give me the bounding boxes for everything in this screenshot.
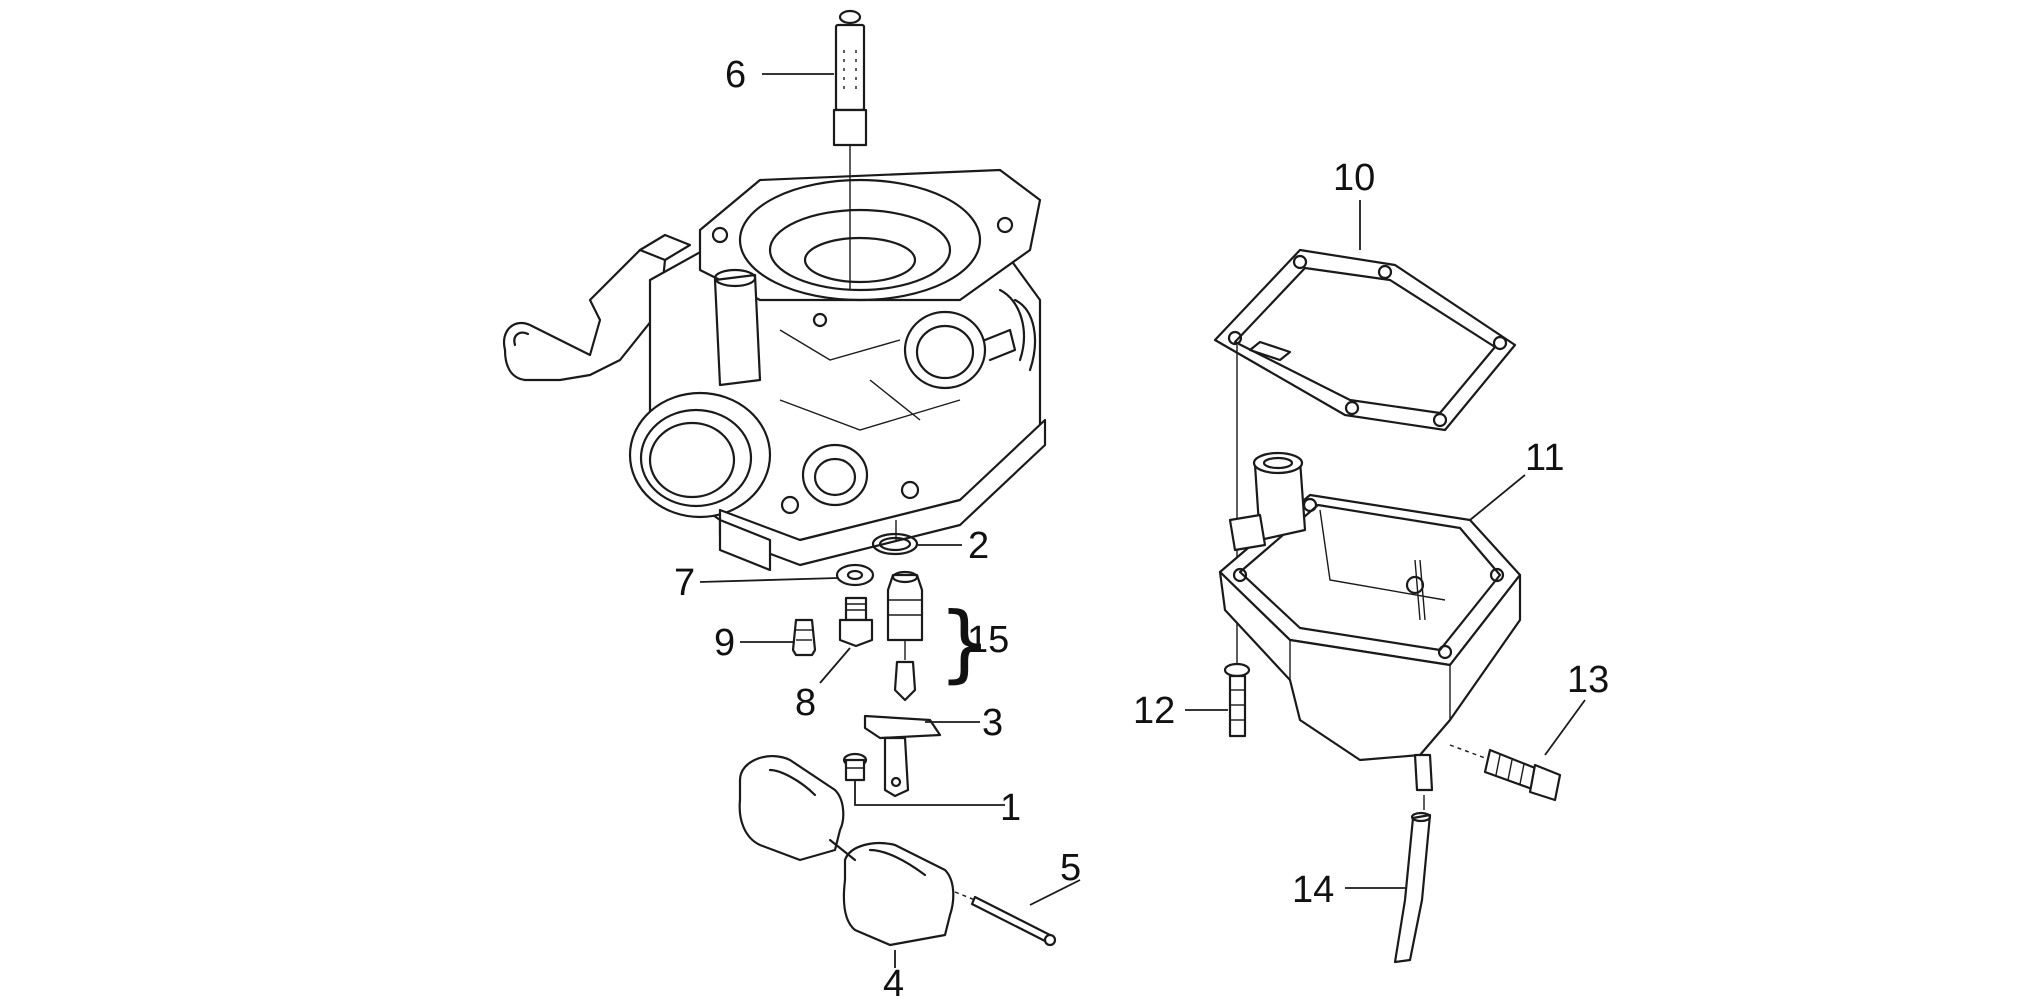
- callout-7: 7: [674, 562, 695, 604]
- part-8-jet-holder: [838, 596, 874, 648]
- part-7-washer: [835, 563, 875, 587]
- part-12-bowl-screw: [1223, 662, 1251, 738]
- callout-1: 1: [1000, 787, 1021, 829]
- part-2-o-ring: [871, 532, 919, 556]
- callout-11: 11: [1525, 437, 1564, 479]
- part-5-float-pin: [954, 891, 1057, 947]
- callout-2: 2: [968, 525, 989, 567]
- part-13-drain-screw: [1449, 744, 1562, 802]
- part-15-brace: }: [938, 594, 991, 692]
- callout-numbers: 1 2 3 4 5 6 7 8 9 10 11 12 13 14 15: [674, 54, 1609, 998]
- callout-12: 12: [1133, 690, 1175, 732]
- callout-5: 5: [1060, 847, 1081, 889]
- callout-10: 10: [1333, 157, 1375, 199]
- callout-15: 15: [967, 619, 1009, 661]
- part-3-float-lever: [863, 714, 942, 798]
- callout-8: 8: [795, 682, 816, 724]
- callout-6: 6: [725, 54, 746, 96]
- callout-4: 4: [883, 963, 904, 998]
- part-6-emulsion-tube: [832, 9, 868, 147]
- leader-lines: [699, 73, 1586, 968]
- part-11-float-bowl: [1218, 451, 1522, 810]
- callout-3: 3: [982, 702, 1003, 744]
- part-9-pilot-jet: [791, 618, 817, 657]
- part-4-float: [738, 755, 955, 947]
- part-10-gasket: [1213, 248, 1517, 432]
- callout-14: 14: [1292, 869, 1334, 911]
- callout-9: 9: [714, 622, 735, 664]
- callout-13: 13: [1567, 659, 1609, 701]
- part-15-needle-valve: [886, 570, 924, 702]
- carburetor-body: [502, 168, 1047, 572]
- part-14-drain-hose: [1393, 811, 1432, 964]
- part-1-screw: [842, 752, 868, 782]
